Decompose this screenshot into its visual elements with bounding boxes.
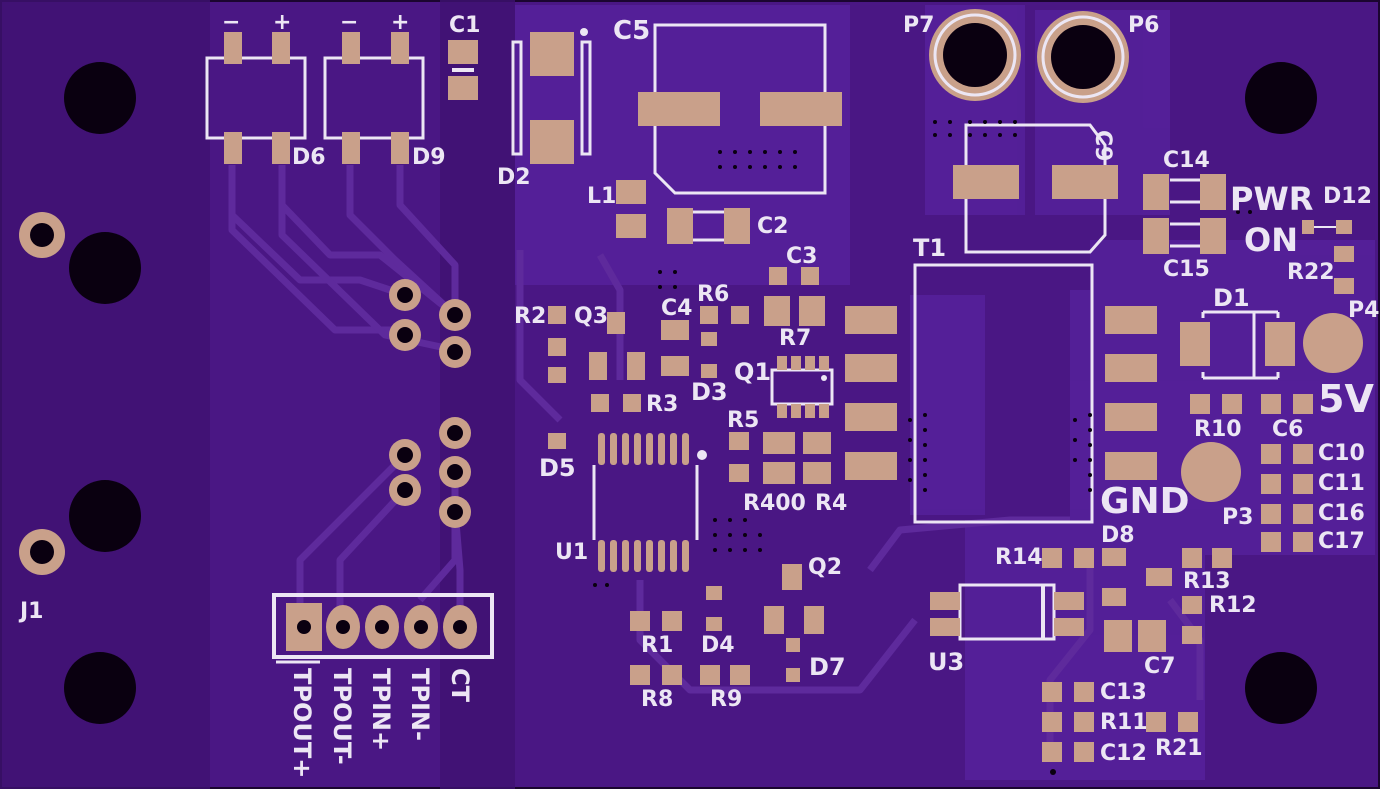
header-connector: [272, 593, 494, 664]
label-u3: U3: [928, 648, 965, 676]
label-d7: D7: [809, 653, 846, 681]
label-p6: P6: [1128, 13, 1160, 38]
label-r21: R21: [1155, 736, 1203, 761]
d6-plus-mark: +: [273, 10, 292, 35]
label-r13: R13: [1183, 569, 1231, 594]
label-q2: Q2: [808, 555, 843, 580]
label-r5: R5: [727, 408, 760, 433]
label-r8: R8: [641, 687, 674, 712]
label-c7: C7: [1144, 654, 1176, 679]
label-d2: D2: [497, 165, 531, 190]
label-r6: R6: [697, 282, 730, 307]
label-ct: CT: [446, 668, 474, 702]
label-r3: R3: [646, 392, 679, 417]
label-c11: C11: [1318, 471, 1365, 496]
label-r10: R10: [1194, 417, 1242, 442]
j1-pads: [19, 212, 471, 575]
label-u1: U1: [555, 540, 589, 565]
label-r12: R12: [1209, 593, 1257, 618]
d1-diode: [1180, 310, 1295, 380]
label-c5: C5: [613, 16, 651, 46]
label-d1: D1: [1213, 284, 1250, 312]
label-d12: D12: [1323, 184, 1372, 209]
label-q1: Q1: [734, 358, 772, 386]
label-c15: C15: [1163, 257, 1210, 282]
c9-cap: [953, 123, 1118, 254]
label-d4: D4: [701, 633, 735, 658]
label-c17: C17: [1318, 529, 1365, 554]
label-t1: T1: [913, 234, 947, 262]
d6-minus-mark: −: [222, 10, 241, 35]
label-c14: C14: [1163, 148, 1210, 173]
label-c16: C16: [1318, 501, 1365, 526]
label-c2: C2: [757, 214, 789, 239]
d9-plus-mark: +: [391, 10, 410, 35]
label-r22: R22: [1287, 260, 1335, 285]
label-r2: R2: [514, 304, 547, 329]
label-j1: J1: [20, 599, 44, 624]
label-tpin-minus: TPIN-: [406, 668, 434, 741]
label-d9: D9: [412, 145, 446, 170]
label-c9: C9: [1090, 130, 1115, 162]
diode-bridges: [205, 32, 425, 164]
label-on: ON: [1244, 221, 1298, 259]
power-terminals: [929, 9, 1363, 502]
label-p3: P3: [1222, 505, 1254, 530]
label-r9: R9: [710, 687, 743, 712]
c14-c15: [1143, 174, 1226, 254]
label-c13: C13: [1100, 680, 1147, 705]
label-r400: R400: [743, 491, 806, 516]
label-c10: C10: [1318, 441, 1365, 466]
label-c6: C6: [1272, 417, 1304, 442]
label-gnd: GND: [1100, 481, 1190, 522]
l1-c2: [616, 180, 750, 244]
mounting-holes: [64, 62, 1317, 724]
label-c12: C12: [1100, 741, 1147, 766]
d12-r22: [1302, 220, 1354, 294]
label-tpout-minus: TPOUT-: [328, 668, 356, 765]
u3-ic: [930, 583, 1084, 641]
label-r14: R14: [995, 545, 1043, 570]
label-p7: P7: [903, 13, 935, 38]
label-tpout-plus: TPOUT+: [288, 668, 316, 779]
label-r11: R11: [1100, 710, 1148, 735]
label-c1: C1: [449, 13, 481, 38]
label-d6: D6: [292, 145, 326, 170]
t1-transformer: [845, 263, 1157, 524]
label-c3: C3: [786, 244, 818, 269]
label-p4: P4: [1348, 298, 1380, 323]
label-pwr: PWR: [1230, 180, 1314, 218]
label-d3: D3: [691, 378, 728, 406]
d9-minus-mark: −: [340, 10, 359, 35]
label-c4: C4: [661, 296, 693, 321]
label-d5: D5: [539, 454, 576, 482]
label-q3: Q3: [574, 304, 609, 329]
label-5v: 5V: [1318, 377, 1374, 421]
vias: [593, 120, 1252, 775]
label-r4: R4: [815, 491, 848, 516]
label-tpin-plus: TPIN+: [367, 668, 395, 752]
input-caps: [448, 23, 842, 195]
label-d8: D8: [1101, 523, 1135, 548]
label-r7: R7: [779, 326, 812, 351]
q1-transistor: [770, 356, 834, 418]
label-r1: R1: [641, 633, 674, 658]
u1-ic: [592, 433, 707, 572]
label-l1: L1: [587, 184, 617, 209]
small-passives: [548, 267, 1313, 762]
